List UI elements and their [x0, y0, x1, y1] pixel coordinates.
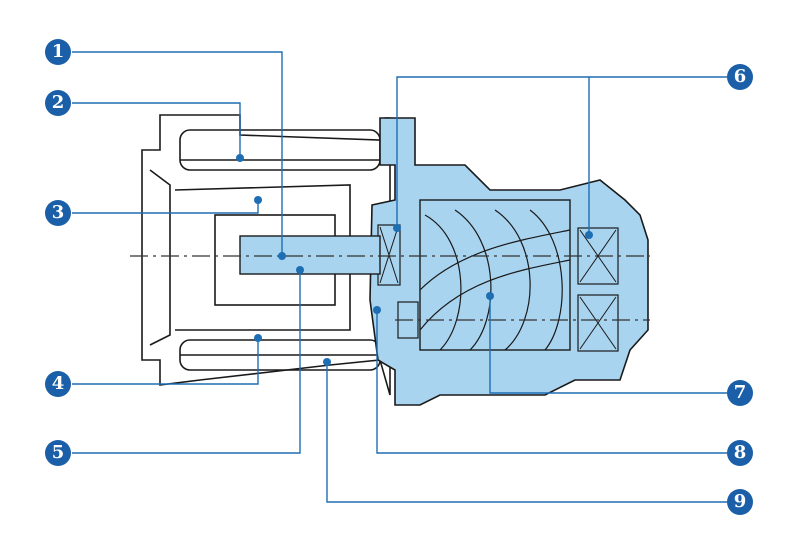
leader-dots	[236, 154, 593, 366]
callout-7: 7	[727, 380, 753, 406]
callout-3: 3	[45, 200, 71, 226]
leader-lines	[72, 51, 727, 503]
callout-1: 1	[45, 39, 71, 65]
callout-9: 9	[727, 489, 753, 515]
pump-housing	[239, 117, 649, 406]
callout-4: 4	[45, 371, 71, 397]
callout-5: 5	[45, 440, 71, 466]
callout-8: 8	[727, 440, 753, 466]
callout-6: 6	[727, 64, 753, 90]
callout-2: 2	[45, 90, 71, 116]
center-lines	[130, 255, 650, 321]
